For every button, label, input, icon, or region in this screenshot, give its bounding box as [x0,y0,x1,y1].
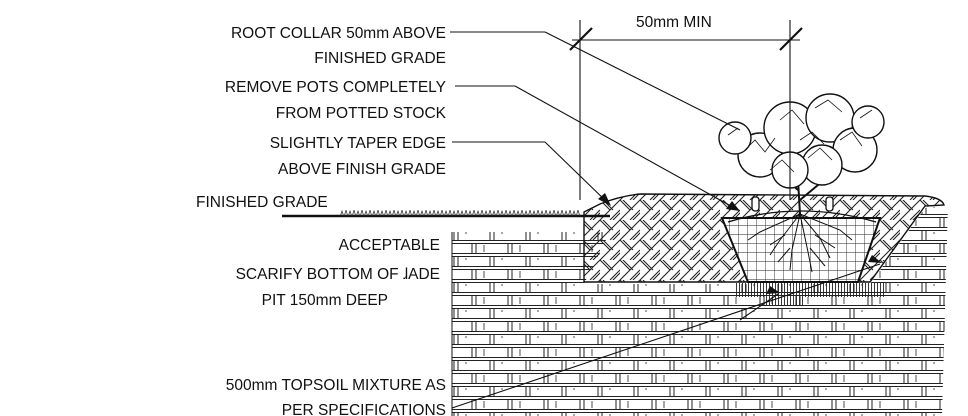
finished-grade-line [282,210,610,218]
label-root-collar-line2: FINISHED GRADE [314,50,446,67]
dimension-label: 50mm MIN [636,14,712,31]
label-topsoil-line1: 500mm TOPSOIL MIXTURE AS [226,377,446,394]
label-topsoil-line2: PER SPECIFICATIONS [282,402,446,416]
label-finished-grade: FINISHED GRADE [196,194,328,211]
label-remove-pots-line2: FROM POTTED STOCK [276,105,447,122]
label-acceptable: ACCEPTABLE [339,237,440,254]
label-taper-edge-line2: ABOVE FINISH GRADE [278,161,446,178]
label-root-collar-line1: ROOT COLLAR 50mm ABOVE [231,25,446,42]
leader-lines [450,31,881,409]
label-scarify-line2: PIT 150mm DEEP [262,292,388,309]
stakes [751,196,834,212]
leader-arrows [598,193,882,294]
existing-soil [451,205,948,416]
root-mass [747,213,853,273]
label-taper-edge-line1: SLIGHTLY TAPER EDGE [270,135,446,152]
tree-canopy-icon [718,93,885,215]
root-ball [720,210,882,283]
label-remove-pots-line1: REMOVE POTS COMPLETELY [225,79,446,96]
dimension-50mm [569,20,803,200]
label-scarify-line1: SCARIFY BOTTOM OF ɺADE [236,266,440,283]
